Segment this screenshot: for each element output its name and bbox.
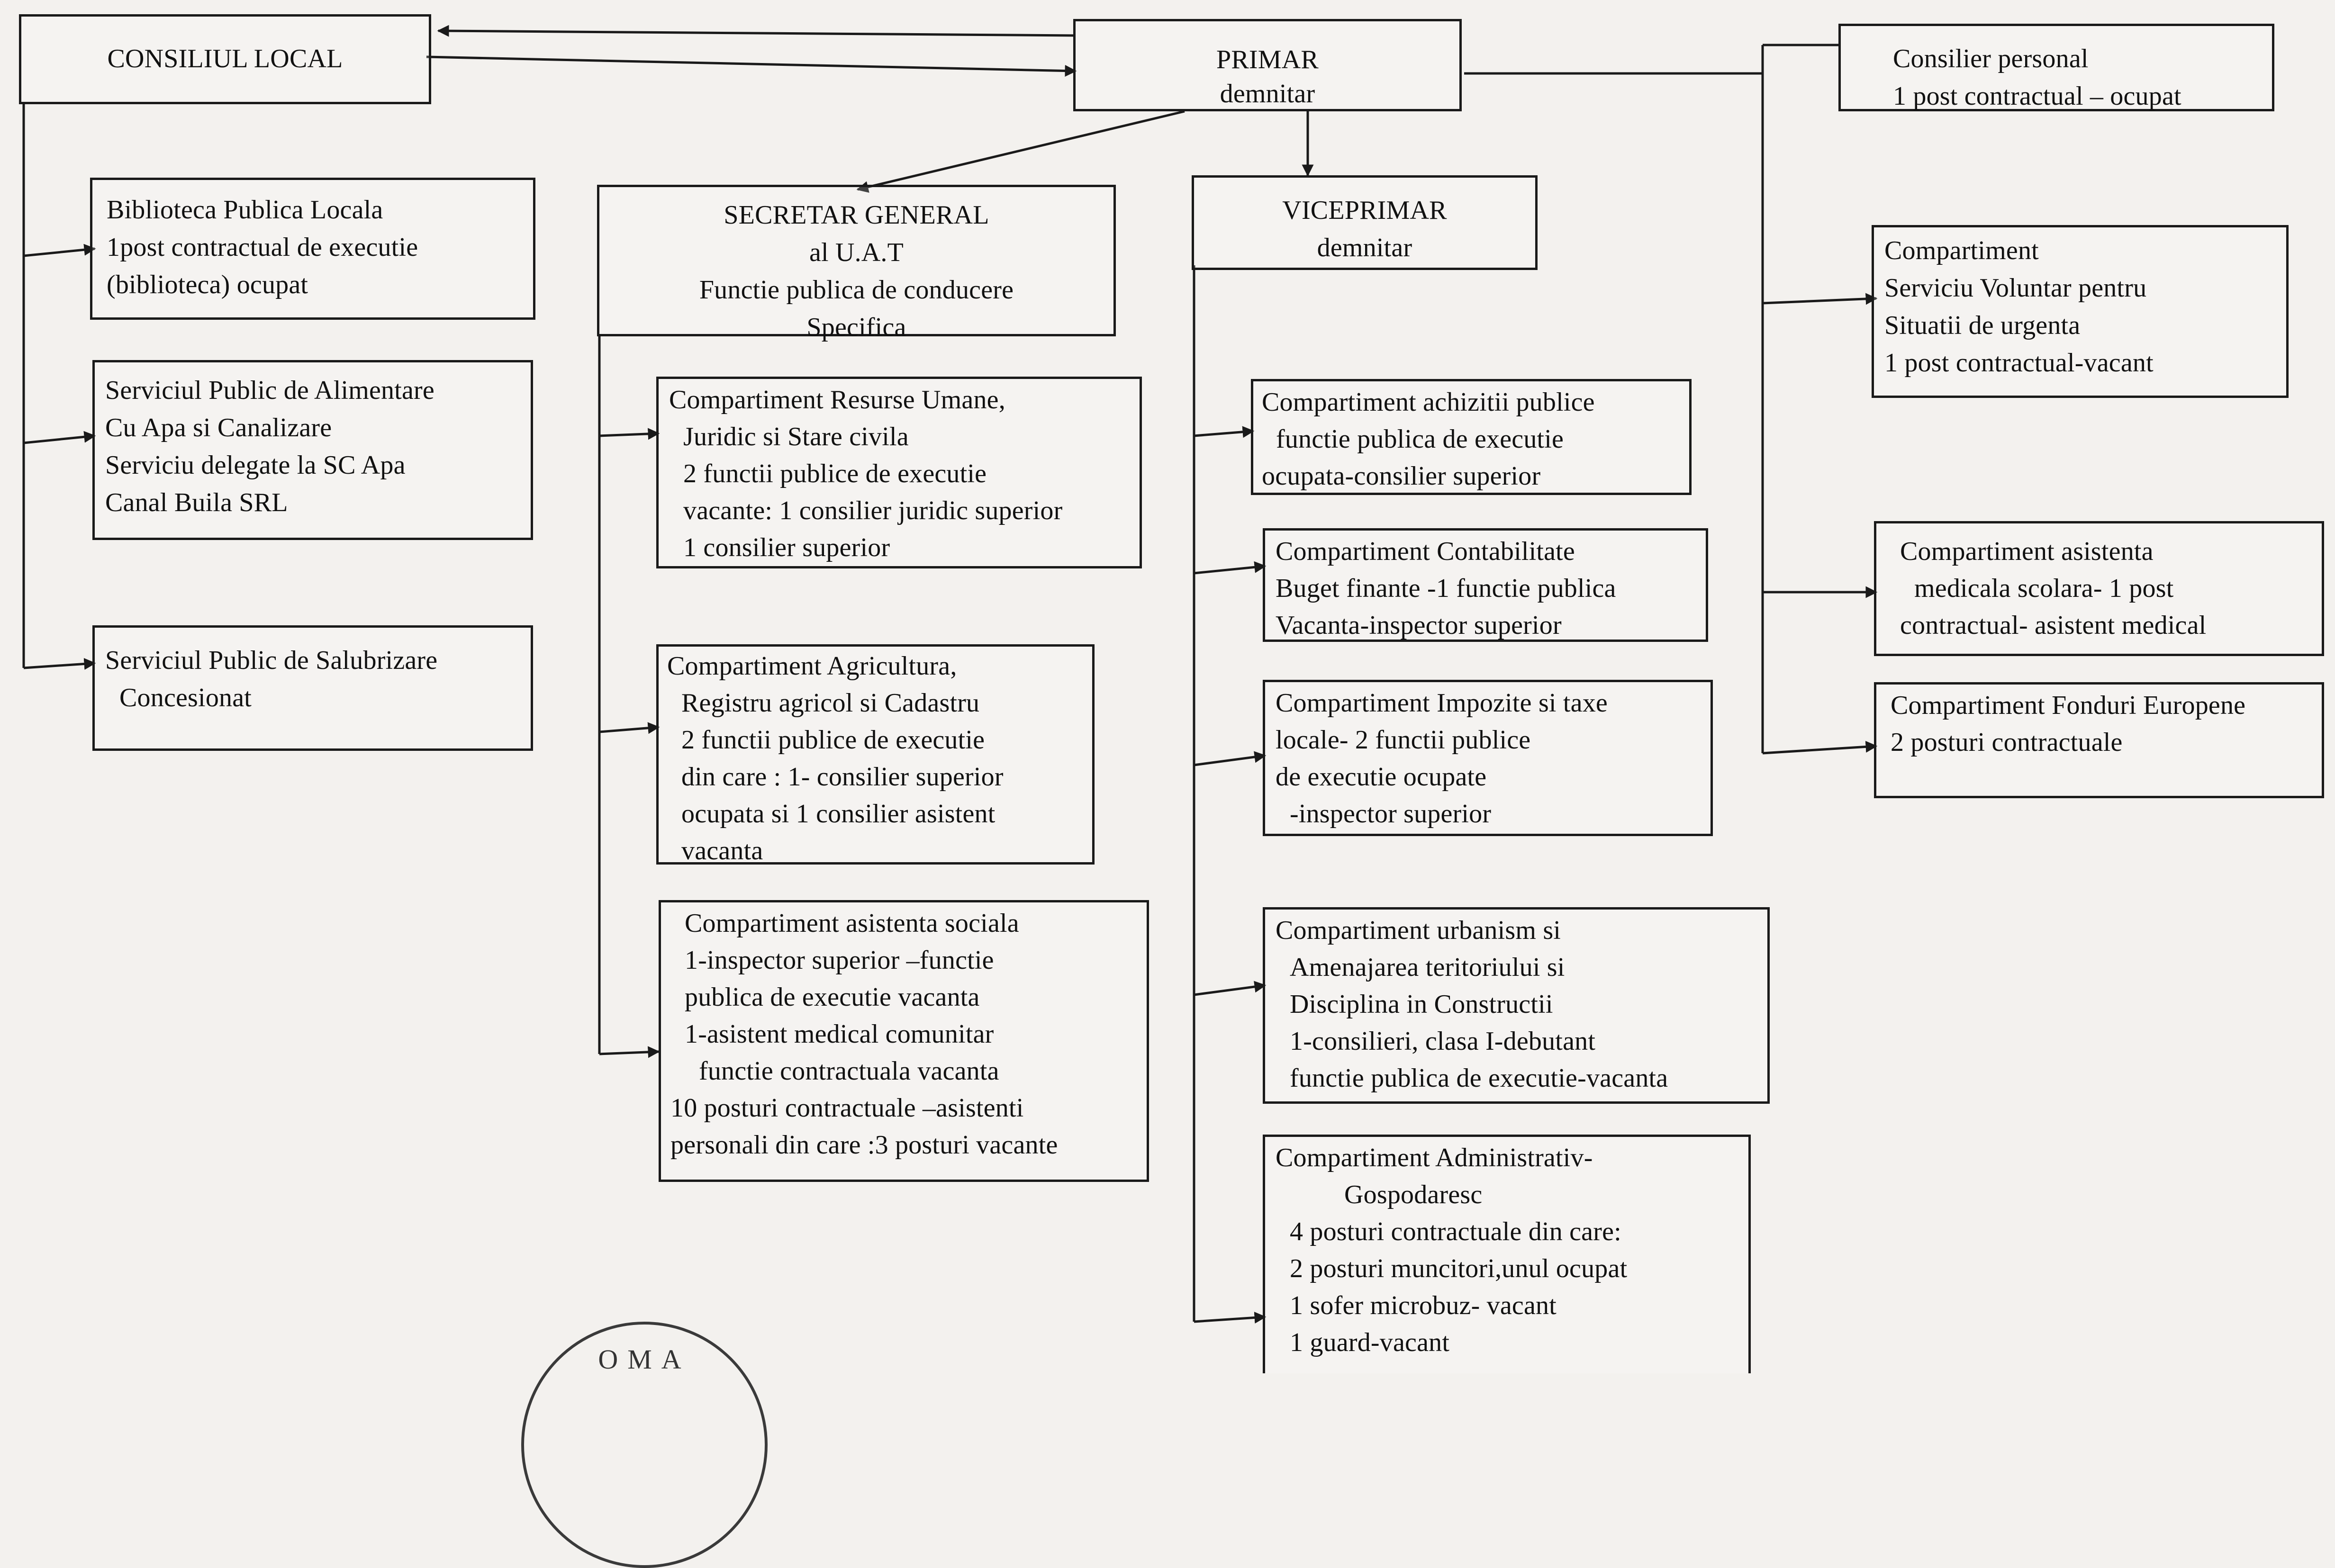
node-line: Compartiment Impozite si taxe [1276,688,1608,718]
node-line: VICEPRIMAR [1282,196,1447,225]
node-line: personali din care :3 posturi vacante [670,1130,1058,1160]
node-line: 2 functii publice de executie [683,459,987,488]
node-line: de executie ocupate [1276,762,1487,792]
node-line: 4 posturi contractuale din care: [1290,1217,1621,1246]
node-line: 1 post contractual – ocupat [1893,81,2181,111]
node-line: demnitar [1220,79,1315,108]
node-asistenta-medicala: Compartiment asistenta medicala scolara-… [1874,521,2324,656]
org-chart: CONSILIUL LOCAL PRIMAR demnitar Consilie… [19,14,2324,1568]
node-line: Functie publica de conducere [699,275,1014,305]
node-line: Serviciul Public de Alimentare [105,376,434,405]
node-line: Compartiment urbanism si [1276,916,1561,945]
node-line: (biblioteca) ocupat [107,270,308,299]
node-line: PRIMAR [1216,45,1319,74]
node-line: Amenajarea teritoriului si [1290,953,1565,982]
node-line: Compartiment Resurse Umane, [669,385,1005,415]
node-salubrizare: Serviciul Public de Salubrizare Concesio… [92,625,533,751]
node-achizitii-publice: Compartiment achizitii publice functie p… [1251,379,1692,495]
node-line: 1-inspector superior –functie [685,946,994,975]
node-line: Serviciul Public de Salubrizare [105,646,438,675]
node-line: functie contractuala vacanta [699,1056,999,1086]
node-line: 1 sofer microbuz- vacant [1290,1291,1557,1320]
node-line: 2 posturi muncitori,unul ocupat [1290,1254,1628,1283]
node-line: Buget finante -1 functie publica [1276,574,1616,603]
node-line: Concesionat [119,683,252,712]
node-line: Registru agricol si Cadastru [681,688,980,718]
node-line: Specifica [806,313,906,342]
node-line: Vacanta-inspector superior [1276,611,1562,640]
node-viceprimar: VICEPRIMAR demnitar [1192,175,1538,270]
node-line: vacanta [681,836,763,865]
node-line: locale- 2 functii publice [1276,725,1531,755]
node-line: 1 guard-vacant [1290,1328,1450,1357]
node-line: Consilier personal [1893,44,2089,73]
node-secretar-general: SECRETAR GENERAL al U.A.T Functie public… [597,185,1116,342]
node-line: functie publica de executie [1276,424,1564,454]
node-line: contractual- asistent medical [1900,611,2207,640]
node-line: Compartiment Fonduri Europene [1891,691,2246,720]
node-line: 10 posturi contractuale –asistenti [670,1093,1024,1123]
node-line: Cu Apa si Canalizare [105,413,332,442]
node-line: medicala scolara- 1 post [1914,574,2174,603]
node-line: 1 post contractual-vacant [1884,348,2154,378]
node-line: Compartiment asistenta [1900,537,2154,566]
node-svsu: Compartiment Serviciu Voluntar pentru Si… [1872,225,2289,398]
node-primar: PRIMAR demnitar [1073,19,1462,111]
node-line: -inspector superior [1290,799,1492,829]
connector-lines [22,25,1878,1324]
node-line: Juridic si Stare civila [683,422,909,451]
node-line: CONSILIUL LOCAL [107,44,343,73]
node-line: Situatii de urgenta [1884,311,2081,340]
node-line: 2 posturi contractuale [1891,728,2123,757]
node-line: ocupata si 1 consilier asistent [681,799,996,829]
stamp-text: OMA [598,1344,691,1375]
node-line: Disciplina in Constructii [1290,990,1553,1019]
node-line: Biblioteca Publica Locala [107,195,383,225]
node-contabilitate: Compartiment Contabilitate Buget finante… [1263,528,1708,642]
node-agricultura: Compartiment Agricultura, Registru agric… [656,644,1095,865]
node-biblioteca: Biblioteca Publica Locala 1post contract… [90,178,535,320]
node-line: Compartiment achizitii publice [1262,387,1595,417]
node-line: publica de executie vacanta [685,982,980,1012]
node-resurse-umane: Compartiment Resurse Umane, Juridic si S… [656,377,1142,568]
node-line: Compartiment [1884,236,2039,265]
node-line: functie publica de executie-vacanta [1290,1063,1668,1093]
node-asistenta-sociala: Compartiment asistenta sociala 1-inspect… [659,900,1149,1182]
node-line: al U.A.T [809,238,904,267]
node-consiliul-local: CONSILIUL LOCAL [19,14,431,104]
node-line: Serviciu Voluntar pentru [1884,273,2147,303]
node-administrativ: Compartiment Administrativ- Gospodaresc … [1263,1135,1751,1373]
node-urbanism: Compartiment urbanism si Amenajarea teri… [1263,907,1770,1104]
node-line: 1post contractual de executie [107,233,418,262]
node-line: din care : 1- consilier superior [681,762,1004,792]
node-line: SECRETAR GENERAL [724,200,989,230]
node-line: Gospodaresc [1344,1180,1483,1209]
node-line: Compartiment Administrativ- [1276,1143,1593,1172]
node-line: Canal Buila SRL [105,488,288,517]
node-line: 1 consilier superior [683,533,890,562]
node-line: ocupata-consilier superior [1262,461,1541,491]
node-line: 2 functii publice de executie [681,725,985,755]
node-line: Compartiment Agricultura, [667,651,957,681]
node-fonduri-europene: Compartiment Fonduri Europene 2 posturi … [1874,682,2324,798]
node-apa-canal: Serviciul Public de Alimentare Cu Apa si… [92,360,533,540]
node-consilier-personal: Consilier personal 1 post contractual – … [1838,24,2274,111]
node-line: Compartiment asistenta sociala [685,909,1019,938]
node-line: demnitar [1317,233,1412,262]
node-line: Serviciu delegate la SC Apa [105,451,406,480]
node-line: vacante: 1 consilier juridic superior [683,496,1063,525]
node-line: 1-consilieri, clasa I-debutant [1290,1027,1596,1056]
official-stamp: OMA [521,1322,768,1568]
node-line: Compartiment Contabilitate [1276,537,1575,566]
node-line: 1-asistent medical comunitar [685,1019,994,1049]
node-impozite-taxe: Compartiment Impozite si taxe locale- 2 … [1263,680,1713,836]
